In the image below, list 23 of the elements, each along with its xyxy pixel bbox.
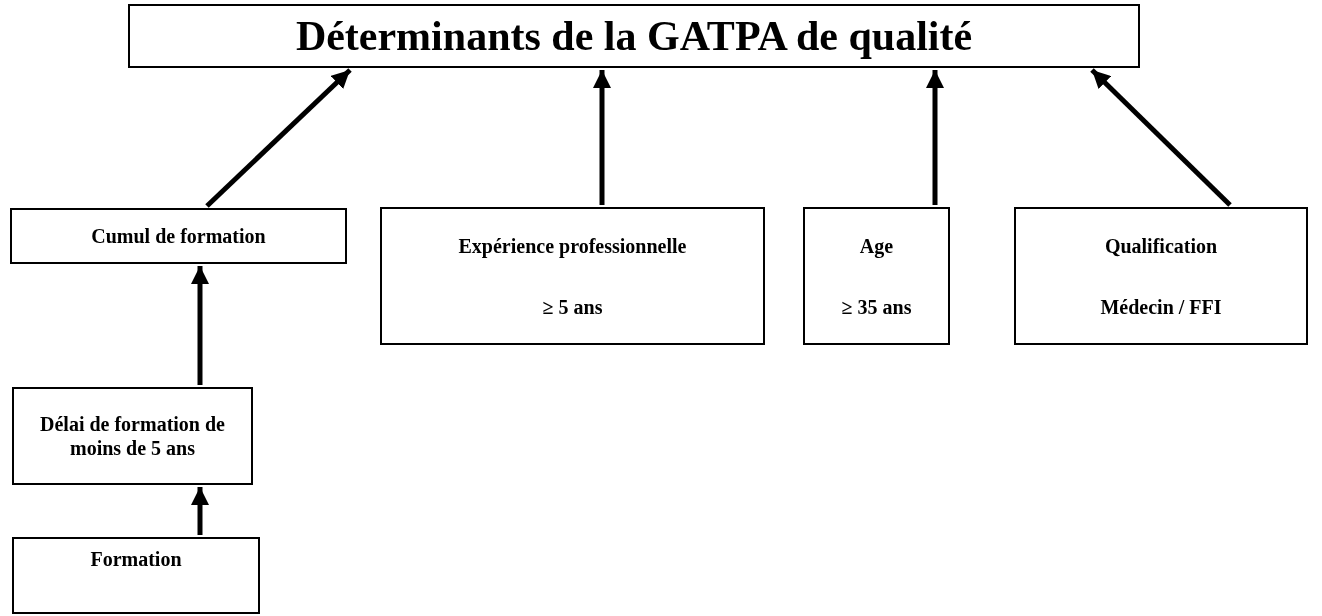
factor-box (12, 537, 260, 614)
factor-label: Délai de formation de moins de 5 ans (39, 412, 226, 460)
factor-box (10, 208, 347, 264)
factor-label: Expérience professionnelle (458, 233, 687, 258)
arrow (191, 266, 209, 385)
title-box (128, 4, 1140, 68)
factor-label: Qualification (1104, 233, 1218, 258)
factor-label: Age (859, 233, 894, 258)
factor-box (1014, 207, 1308, 345)
arrow (191, 487, 209, 535)
factor-value: ≥ 35 ans (841, 294, 912, 319)
arrow (205, 68, 352, 208)
factor-label: Cumul de formation (91, 224, 266, 248)
factor-label: Formation (90, 547, 182, 571)
factor-box (803, 207, 950, 345)
arrow (1090, 68, 1232, 207)
factor-box (380, 207, 765, 345)
node-label: Déterminants de la GATPA de qualité (295, 11, 973, 61)
factor-box (12, 387, 253, 485)
arrow (926, 70, 944, 205)
factor-value: Médecin / FFI (1100, 294, 1222, 319)
arrow (593, 70, 611, 205)
factor-value: ≥ 5 ans (542, 294, 603, 319)
